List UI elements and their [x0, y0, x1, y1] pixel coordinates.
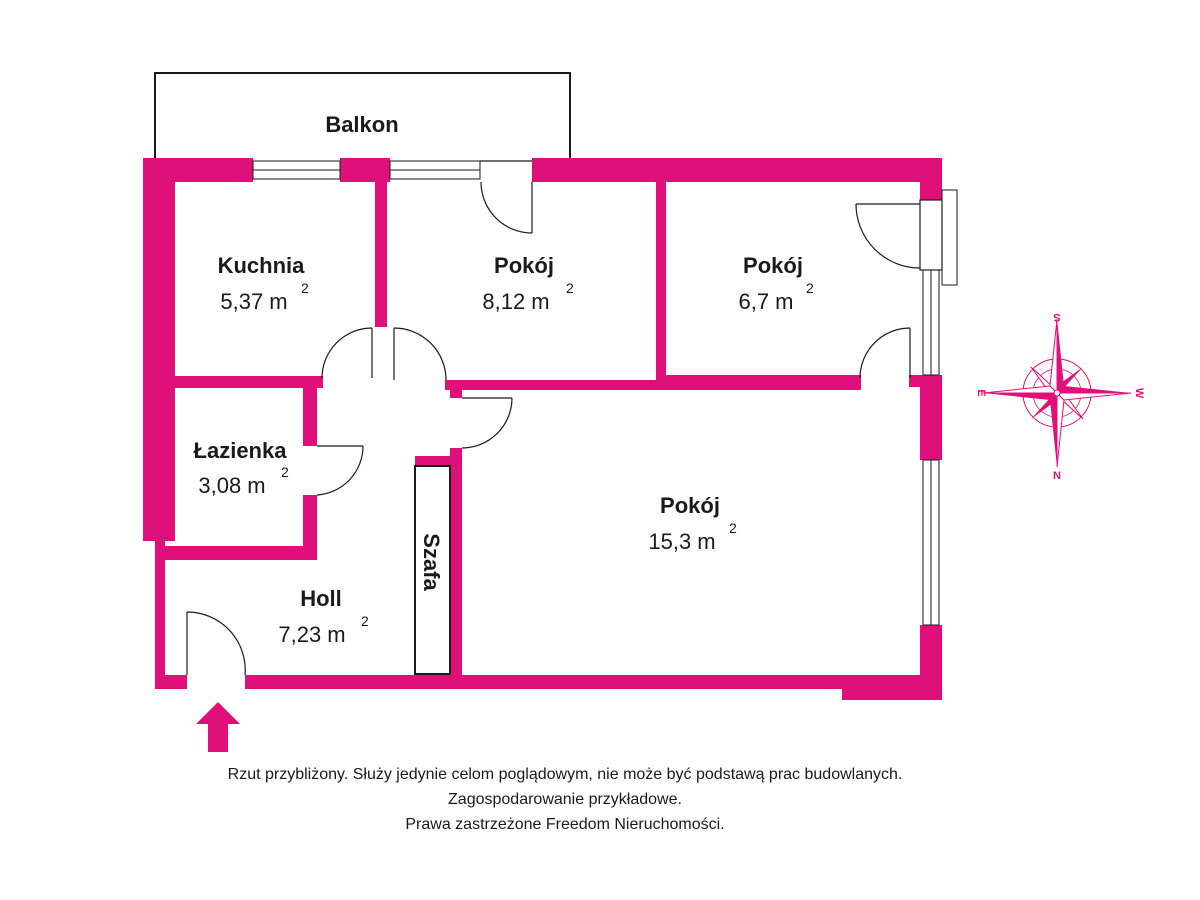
room-c-area-sup: 2: [729, 520, 737, 536]
room-a-label: Pokój: [494, 253, 554, 278]
room-b-label: Pokój: [743, 253, 803, 278]
kitchen-area: 5,37 m: [220, 289, 287, 314]
disclaimer-line: Rzut przybliżony. Służy jedynie celom po…: [227, 766, 903, 783]
disclaimer: Rzut przybliżony. Służy jedynie celom po…: [0, 762, 1130, 837]
hall-label: Holl: [300, 586, 342, 611]
walls: [143, 158, 942, 700]
room-b-area-sup: 2: [806, 280, 814, 296]
disclaimer-line: Prawa zastrzeżone Freedom Nieruchomości.: [405, 816, 725, 833]
room-c-area: 15,3 m: [648, 529, 715, 554]
floor-plan: Szafa Balkon Kuchnia 5,37 m 2 Pokój 8,12…: [143, 72, 1145, 752]
arrow-up-icon: [196, 702, 240, 752]
hall-area: 7,23 m: [278, 622, 345, 647]
compass-left-letter: E: [975, 389, 987, 396]
windows: [252, 160, 958, 626]
kitchen-label: Kuchnia: [218, 253, 306, 278]
room-c-label: Pokój: [660, 493, 720, 518]
bathroom-area: 3,08 m: [198, 473, 265, 498]
compass-bottom-letter: N: [1053, 470, 1061, 482]
bathroom-label: Łazienka: [194, 438, 288, 463]
disclaimer-line: Zagospodarowanie przykładowe.: [448, 791, 682, 808]
kitchen-area-sup: 2: [301, 280, 309, 296]
hall-area-sup: 2: [361, 613, 369, 629]
balcony-label: Balkon: [325, 112, 398, 137]
compass-right-letter: W: [1133, 388, 1145, 399]
room-a-area: 8,12 m: [482, 289, 549, 314]
doors: [186, 160, 943, 676]
wardrobe-label: Szafa: [419, 533, 444, 591]
compass-top-letter: S: [1053, 311, 1060, 323]
wardrobe: [414, 465, 451, 675]
compass-rose-icon: [982, 318, 1132, 468]
balcony-outline: [154, 72, 571, 160]
room-a-area-sup: 2: [566, 280, 574, 296]
bathroom-area-sup: 2: [281, 464, 289, 480]
room-b-area: 6,7 m: [738, 289, 793, 314]
